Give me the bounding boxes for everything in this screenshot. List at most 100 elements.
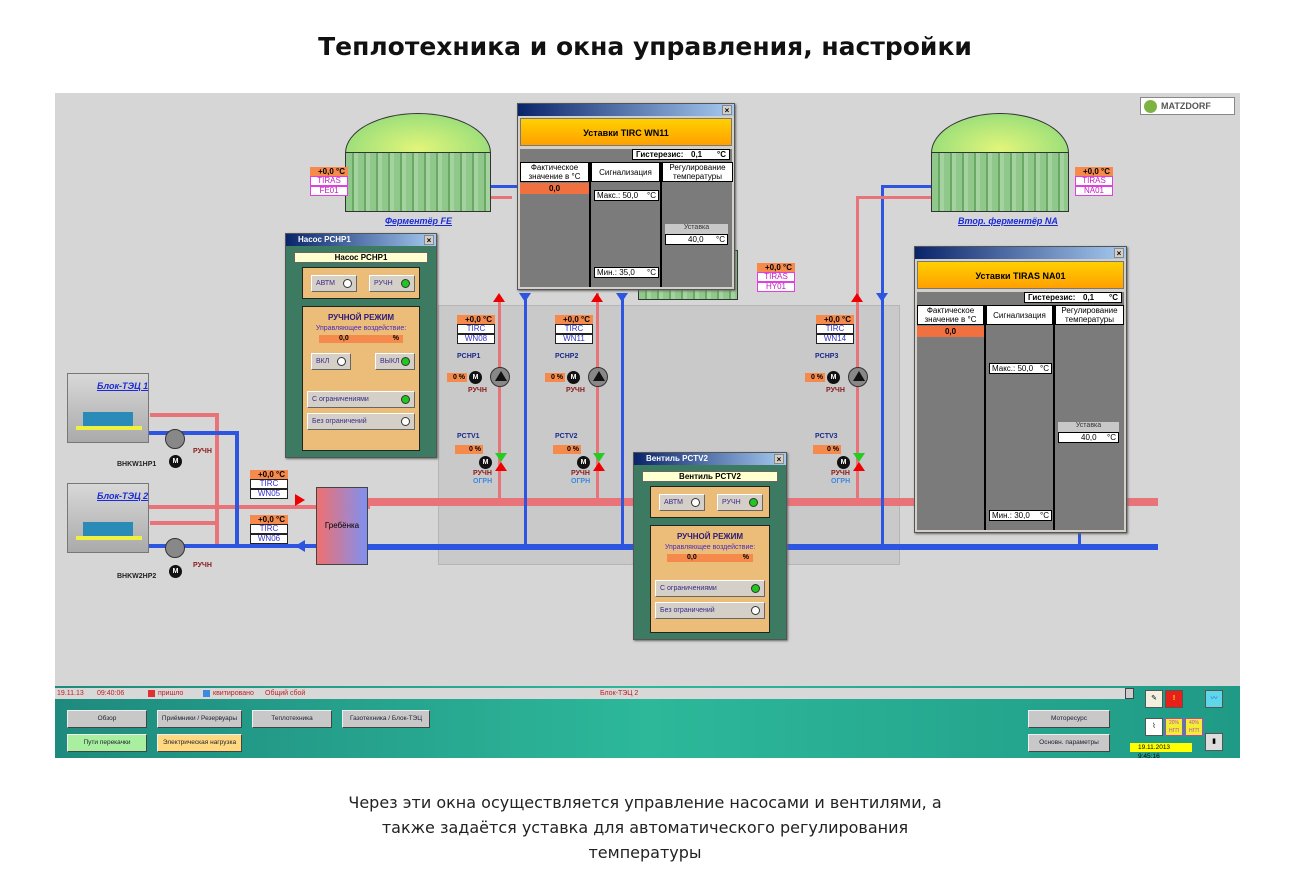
chp-2-motor-icon[interactable]: M <box>169 565 182 578</box>
alarm-status-row[interactable]: 19.11.13 09:40:06 пришло квитировано Общ… <box>55 688 1125 699</box>
tag-type: TIRAS <box>757 272 795 282</box>
chp-unit-2[interactable] <box>67 483 149 553</box>
valve-pctv3-icon[interactable] <box>853 453 865 462</box>
action-value-field[interactable]: 0,0% <box>319 335 403 343</box>
chp-2-link[interactable]: Блок-ТЭЦ 2 <box>97 491 149 501</box>
report-icon[interactable]: ✎ <box>1145 690 1163 708</box>
max-alarm-field[interactable]: Макс.: 50,0°C <box>989 363 1052 374</box>
column-header: Фактическое значение в °C <box>917 305 984 325</box>
chp-2-pump-icon[interactable] <box>165 538 185 558</box>
fe-cold-pipe <box>487 185 522 188</box>
window-titlebar[interactable]: Насос PCHP1× <box>286 234 436 246</box>
column-header: Регулирование температуры <box>1055 305 1124 325</box>
alarm-scroll[interactable] <box>1125 688 1134 699</box>
badge-40-button[interactable]: 40% НГП <box>1185 718 1203 736</box>
chp-1-motor-icon[interactable]: M <box>169 455 182 468</box>
pump-motor-icon[interactable]: M <box>469 371 482 384</box>
manual-button[interactable]: РУЧН <box>717 494 763 511</box>
valve-motor-icon[interactable]: M <box>837 456 850 469</box>
valve-limit: ОГРН <box>571 478 591 485</box>
off-button[interactable]: ВЫКЛ <box>375 353 415 370</box>
setpoint-input[interactable]: 40,0°C <box>1058 432 1119 443</box>
hysteresis-field[interactable]: Гистерезис:0,1°C <box>1024 292 1122 303</box>
nav-electric-button[interactable]: Электрическая нагрузка <box>157 734 242 752</box>
close-button[interactable]: × <box>774 454 784 464</box>
window-titlebar[interactable]: Вентиль PCTV2× <box>634 453 786 465</box>
nav-receivers-button[interactable]: Приёмники / Резервуары <box>157 710 242 728</box>
trend-icon[interactable]: 〰 <box>1205 690 1223 708</box>
exit-door-icon[interactable]: ▮ <box>1205 733 1223 751</box>
min-label: Мин.: 35,0 <box>597 268 635 277</box>
max-unit: °C <box>647 191 656 200</box>
pump-label: PCHP3 <box>815 353 839 360</box>
tag-value: +0,0 °C <box>250 470 288 479</box>
nav-paths-button[interactable]: Пути перекачки <box>67 734 147 752</box>
unlimited-button[interactable]: Без ограничений <box>307 413 415 430</box>
valve-motor-icon[interactable]: M <box>577 456 590 469</box>
hysteresis-field[interactable]: Гистерезис:0,1°C <box>632 149 730 160</box>
fermenter-fe-link[interactable]: Ферментёр FE <box>385 216 453 226</box>
nav-gas-button[interactable]: Газотехника / Блок-ТЭЦ <box>342 710 430 728</box>
nav-params-button[interactable]: Основн. параметры <box>1028 734 1110 752</box>
valve-motor-icon[interactable]: M <box>479 456 492 469</box>
pump-motor-icon[interactable]: M <box>567 371 580 384</box>
control-header: Вентиль PCTV2 <box>642 471 778 482</box>
auto-button[interactable]: АВТМ <box>311 275 357 292</box>
setpoint-input[interactable]: 40,0°C <box>665 234 728 245</box>
tool-icon[interactable]: ⌇ <box>1145 718 1163 736</box>
close-button[interactable]: × <box>424 235 434 245</box>
valve-pctv2-icon[interactable] <box>593 453 605 462</box>
close-button[interactable]: × <box>722 105 732 115</box>
manifold-label: Гребёнка <box>324 521 360 530</box>
on-button[interactable]: ВКЛ <box>311 353 351 370</box>
valve-pctv1-icon[interactable] <box>495 453 507 462</box>
nav-overview-button[interactable]: Обзор <box>67 710 147 728</box>
hysteresis-unit: °C <box>1109 293 1118 302</box>
window-titlebar[interactable]: × <box>518 104 734 116</box>
min-label: Мин.: 30,0 <box>992 511 1030 520</box>
window-titlebar[interactable]: × <box>915 247 1126 259</box>
auto-button[interactable]: АВТМ <box>659 494 705 511</box>
valve-percent: 0 % <box>553 445 581 454</box>
max-alarm-field[interactable]: Макс.: 50,0°C <box>594 190 659 201</box>
flow-arrow-up-icon <box>493 293 505 302</box>
chp-1-link[interactable]: Блок-ТЭЦ 1 <box>97 381 149 391</box>
valve-mode: РУЧН <box>831 470 850 477</box>
chp-hot-riser <box>215 413 219 548</box>
column-actual: Фактическое значение в °C <box>917 305 986 530</box>
min-alarm-field[interactable]: Мин.: 30,0°C <box>989 510 1052 521</box>
badge-20-button[interactable]: 20% НГП <box>1165 718 1183 736</box>
column-alarm: Сигнализация <box>591 162 662 287</box>
limited-button[interactable]: С ограничениями <box>655 580 765 597</box>
manifold[interactable]: Гребёнка <box>316 487 368 565</box>
chp-1-pump-mode: РУЧН <box>193 448 212 455</box>
off-led-icon <box>401 357 410 366</box>
fermenter-na-link[interactable]: Втор. ферментёр NA <box>958 216 1058 226</box>
alarm-burst-icon[interactable]: ! <box>1165 690 1183 708</box>
action-value-field[interactable]: 0,0% <box>667 554 753 562</box>
pump-motor-icon[interactable]: M <box>827 371 840 384</box>
unlimited-led-icon <box>751 606 760 615</box>
chp-unit-1[interactable] <box>67 373 149 443</box>
column-reg: Регулирование температуры <box>1055 305 1124 530</box>
manual-button[interactable]: РУЧН <box>369 275 415 292</box>
chp-1-pump-icon[interactable] <box>165 429 185 449</box>
limited-button[interactable]: С ограничениями <box>307 391 415 408</box>
caption-line-3: температуры <box>588 843 702 862</box>
unlimited-button[interactable]: Без ограничений <box>655 602 765 619</box>
riser-3-hot <box>856 196 859 501</box>
close-button[interactable]: × <box>1114 248 1124 258</box>
min-alarm-field[interactable]: Мин.: 35,0°C <box>594 267 659 278</box>
nav-heat-button[interactable]: Теплотехника <box>252 710 332 728</box>
nav-motor-button[interactable]: Моторесурс <box>1028 710 1110 728</box>
